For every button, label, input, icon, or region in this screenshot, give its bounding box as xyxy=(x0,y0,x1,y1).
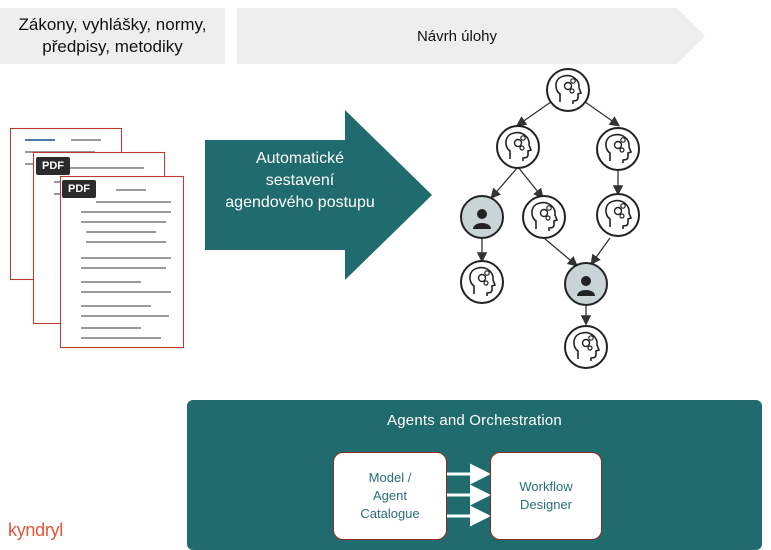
catalogue-line1: Model / xyxy=(368,470,412,485)
header-right-banner: Návrh úlohy xyxy=(237,8,707,64)
designer-line1: Workflow xyxy=(519,479,573,494)
node-root xyxy=(546,68,590,112)
panel-title: Agents and Orchestration xyxy=(387,412,562,429)
document-page-3 xyxy=(60,176,184,348)
node-person-left xyxy=(460,195,504,239)
kyndryl-logo: kyndryl xyxy=(8,520,63,540)
designer-line2: Designer xyxy=(519,497,573,512)
header-left-line1: Zákony, vyhlášky, normy, xyxy=(18,15,207,34)
arrow-label-line2: sestavení xyxy=(265,172,335,189)
catalogue-line2: Agent xyxy=(373,488,407,503)
pdf-badge-1: PDF xyxy=(36,157,70,175)
header-right-label: Návrh úlohy xyxy=(416,27,498,45)
header-left-banner: Zákony, vyhlášky, normy, předpisy, metod… xyxy=(0,8,225,64)
agents-orchestration-panel: Agents and Orchestration Model / Agent C… xyxy=(187,400,762,550)
connector-arrows xyxy=(447,463,491,527)
arrow-label-line3: agendového postupu xyxy=(225,194,375,211)
node-level3-left xyxy=(460,260,504,304)
pdf-badge-2: PDF xyxy=(62,180,96,198)
node-person-center xyxy=(564,262,608,306)
model-agent-catalogue-box[interactable]: Model / Agent Catalogue xyxy=(333,452,447,540)
node-level2-middle xyxy=(522,195,566,239)
catalogue-line3: Catalogue xyxy=(360,506,420,521)
node-level2-right xyxy=(596,193,640,237)
node-level1-right xyxy=(596,127,640,171)
process-arrow xyxy=(205,110,432,280)
node-bottom xyxy=(564,325,608,369)
header-left-line2: předpisy, metodiky xyxy=(42,37,183,56)
node-level1-left xyxy=(496,125,540,169)
agent-tree-diagram xyxy=(460,68,640,369)
workflow-designer-box[interactable]: Workflow Designer xyxy=(490,452,602,540)
arrow-label: Automatické sestavení agendového postupu xyxy=(205,148,395,214)
arrow-label-line1: Automatické xyxy=(255,150,345,167)
chevron-shape xyxy=(237,8,705,64)
